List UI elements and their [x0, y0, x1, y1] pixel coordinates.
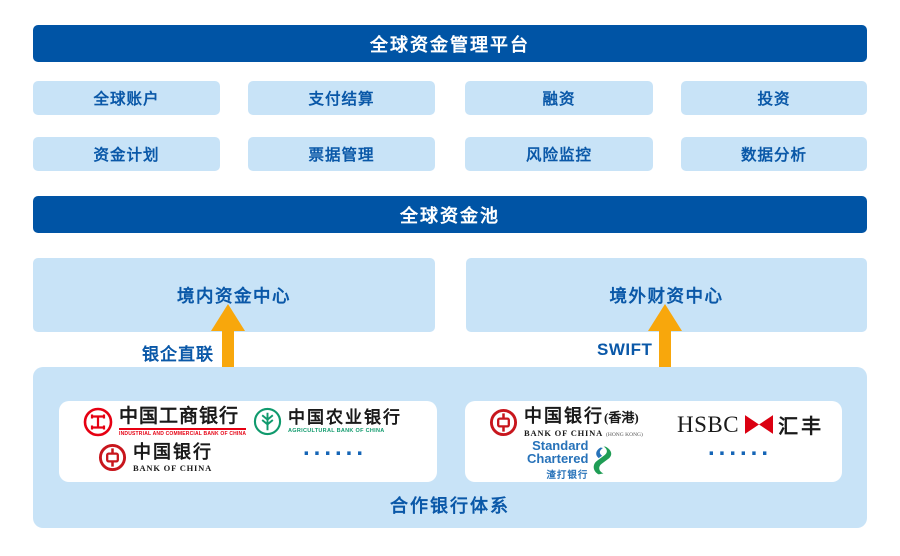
icbc-icon [83, 407, 113, 437]
hsbc-name-cn: 汇丰 [778, 416, 825, 438]
module-label: 票据管理 [308, 147, 375, 164]
abc-name-cn: 中国农业银行 [288, 407, 402, 427]
hsbc-logo: HSBC 汇丰 [677, 410, 824, 439]
overseas-banks-panel: 中国银行(香港) BANK OF CHINA(HONG KONG) HSBC 汇… [465, 401, 842, 482]
bochk-logo: 中国银行(香港) BANK OF CHINA(HONG KONG) [489, 407, 643, 438]
overseas-treasury-center-label: 境外财资中心 [609, 285, 724, 306]
hsbc-hexagon-icon [745, 415, 774, 434]
module-risk-monitoring: 风险监控 [465, 137, 653, 171]
bochk-name-en: BANK OF CHINA [524, 428, 604, 438]
domestic-fund-center-label: 境内资金中心 [177, 285, 291, 306]
module-fund-planning: 资金计划 [33, 137, 220, 171]
boc-name-cn: 中国银行 [133, 442, 213, 462]
sc-name-cn: 渣打银行 [546, 470, 589, 481]
abc-name-en: AGRICULTURAL BANK OF CHINA [288, 428, 385, 435]
icbc-name-en: INDUSTRIAL AND COMMERCIAL BANK OF CHINA [119, 431, 247, 438]
more-banks-ellipsis: ...... [708, 434, 773, 461]
more-banks-ellipsis: ...... [303, 434, 368, 461]
module-global-accounts: 全球账户 [33, 81, 220, 115]
module-bill-management: 票据管理 [248, 137, 435, 171]
boc-logo: 中国银行 BANK OF CHINA [98, 443, 213, 473]
bank-system-title: 合作银行体系 [390, 496, 510, 516]
module-label: 数据分析 [740, 147, 807, 164]
boc-icon [489, 408, 518, 437]
icbc-name-cn: 中国工商银行 [119, 407, 247, 430]
bochk-name-suffix: (香港) [604, 410, 639, 425]
module-data-analysis: 数据分析 [681, 137, 867, 171]
module-payment-settlement: 支付结算 [248, 81, 435, 115]
icbc-logo: 中国工商银行 INDUSTRIAL AND COMMERCIAL BANK OF… [83, 407, 247, 438]
module-label: 支付结算 [308, 91, 375, 108]
module-label: 投资 [757, 91, 791, 108]
module-label: 资金计划 [93, 147, 160, 164]
bank-direct-link-label: 银企直联 [142, 345, 214, 364]
module-label: 风险监控 [525, 147, 592, 164]
standard-chartered-icon [594, 446, 612, 475]
bochk-name-en-suffix: (HONG KONG) [606, 432, 643, 438]
module-investment: 投资 [681, 81, 867, 115]
boc-icon [98, 444, 127, 472]
module-label: 全球账户 [93, 91, 160, 108]
hsbc-name-en: HSBC [677, 411, 740, 437]
platform-banner: 全球资金管理平台 [33, 25, 867, 62]
module-label: 融资 [542, 91, 576, 108]
domestic-banks-panel: 中国工商银行 INDUSTRIAL AND COMMERCIAL BANK OF… [59, 401, 437, 482]
standard-chartered-logo: Standard Chartered 渣打银行 [527, 439, 615, 481]
pool-title: 全球资金池 [400, 205, 500, 226]
module-financing: 融资 [465, 81, 653, 115]
abc-icon [253, 407, 282, 436]
sc-name-line1: Standard [532, 438, 589, 453]
pool-banner: 全球资金池 [33, 196, 867, 233]
bochk-name-cn: 中国银行 [524, 406, 604, 426]
boc-name-en: BANK OF CHINA [133, 462, 213, 473]
swift-label: SWIFT [597, 340, 653, 359]
abc-logo: 中国农业银行 AGRICULTURAL BANK OF CHINA [253, 407, 402, 436]
platform-title: 全球资金管理平台 [370, 34, 530, 55]
sc-name-line2: Chartered [527, 451, 589, 466]
